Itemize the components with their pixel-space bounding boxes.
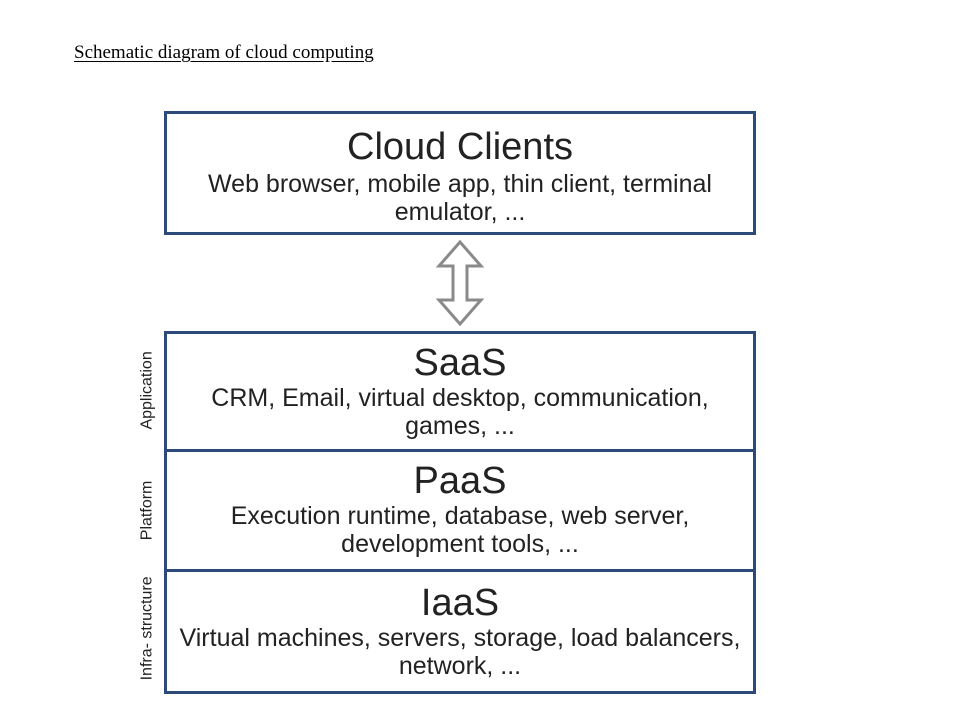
double-arrow-vertical-icon: [435, 240, 485, 326]
cloud-clients-box: Cloud Clients Web browser, mobile app, t…: [164, 111, 756, 235]
side-label-application: Application: [138, 351, 156, 430]
saas-layer: SaaS CRM, Email, virtual desktop, commun…: [167, 334, 753, 452]
side-label-platform: Platform: [138, 480, 156, 541]
iaas-heading: IaaS: [420, 582, 500, 624]
saas-heading: SaaS: [413, 342, 507, 384]
saas-description: CRM, Email, virtual desktop, communicati…: [211, 383, 709, 440]
cloud-clients-description: Web browser, mobile app, thin client, te…: [208, 169, 712, 226]
service-layer-stack: SaaS CRM, Email, virtual desktop, commun…: [164, 331, 756, 694]
page-title: Schematic diagram of cloud computing: [74, 42, 374, 63]
paas-description: Execution runtime, database, web server,…: [230, 501, 690, 558]
paas-heading: PaaS: [413, 460, 507, 502]
iaas-description: Virtual machines, servers, storage, load…: [179, 623, 741, 680]
iaas-layer: IaaS Virtual machines, servers, storage,…: [167, 572, 753, 691]
cloud-clients-heading: Cloud Clients: [347, 126, 573, 168]
paas-layer: PaaS Execution runtime, database, web se…: [167, 452, 753, 572]
side-label-infrastructure: Infra- structure: [138, 576, 156, 681]
